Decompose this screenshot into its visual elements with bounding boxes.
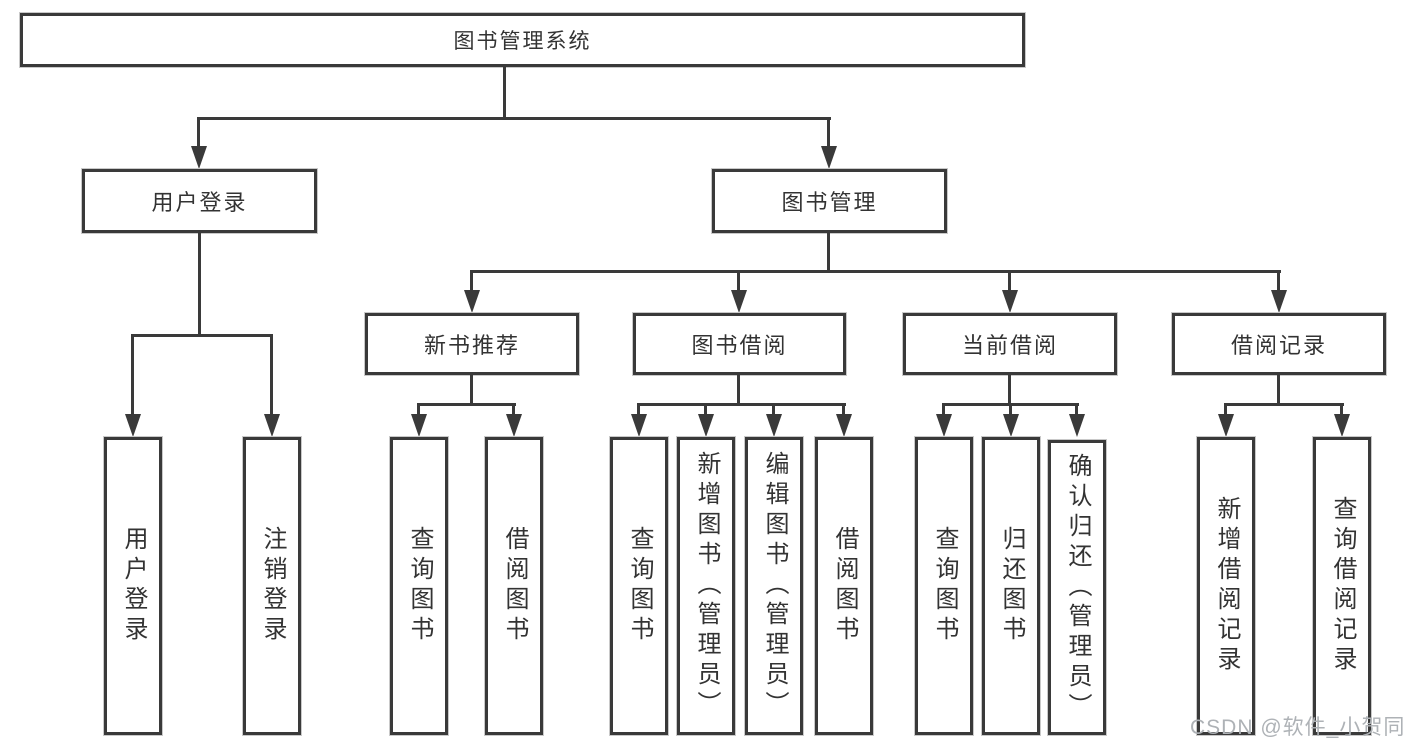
arrow-to-bb-borrow-icon [836, 414, 852, 437]
arrow-to-cb-return-icon [1003, 414, 1019, 437]
connector-stem-bb-query [637, 406, 640, 416]
node-borrowing-records-label: 借阅记录 [1230, 333, 1327, 358]
node-new-book-recommend: 新书推荐 [365, 313, 579, 375]
connector-new-book-drop [470, 375, 473, 406]
arrow-to-book-borrowing-icon [731, 290, 747, 313]
node-book-borrowing: 图书借阅 [633, 313, 846, 375]
node-book-management: 图书管理 [712, 169, 947, 233]
leaf-borrowing-query-books-label: 查询图书 [626, 526, 653, 646]
leaf-logout-label: 注销登录 [259, 526, 286, 646]
connector-stem-br-query [1340, 406, 1343, 416]
connector-user-login-drop [198, 233, 201, 337]
node-book-management-label: 图书管理 [781, 190, 878, 215]
leaf-return-books-label: 归还图书 [998, 526, 1025, 646]
arrow-to-cb-confirm-icon [1069, 414, 1085, 437]
leaf-borrowing-borrow-books: 借阅图书 [815, 437, 873, 735]
arrow-to-br-query-icon [1334, 414, 1350, 437]
connector-book-management-drop [827, 233, 830, 272]
node-user-login-label: 用户登录 [151, 190, 248, 215]
leaf-query-borrow-record: 查询借阅记录 [1313, 437, 1371, 735]
connector-stem-nb-borrow [512, 406, 515, 416]
connector-stem-current-borrowing [1008, 272, 1011, 291]
leaf-confirm-return-admin-label: 确认归还（管理员） [1064, 452, 1091, 723]
arrow-to-user-login-icon [191, 146, 207, 169]
arrow-to-leaf-logout-icon [264, 414, 280, 437]
arrow-to-nb-query-icon [411, 414, 427, 437]
connector-book-management-split [470, 270, 1281, 273]
node-book-management-system-label: 图书管理系统 [453, 30, 592, 53]
arrow-to-bb-query-icon [631, 414, 647, 437]
arrow-to-book-management-icon [821, 146, 837, 169]
arrow-to-borrowing-records-icon [1271, 290, 1287, 313]
node-book-management-system: 图书管理系统 [20, 13, 1025, 67]
arrow-to-current-borrowing-icon [1002, 290, 1018, 313]
leaf-add-books-admin-label: 新增图书（管理员） [693, 451, 720, 721]
connector-borrowing-drop [737, 375, 740, 406]
leaf-current-query-books: 查询图书 [915, 437, 973, 735]
leaf-borrowing-query-books: 查询图书 [610, 437, 668, 735]
leaf-borrowing-borrow-books-label: 借阅图书 [831, 526, 858, 646]
leaf-add-books-admin: 新增图书（管理员） [677, 437, 735, 735]
arrow-to-cb-query-icon [936, 414, 952, 437]
connector-stem-bb-borrow [842, 406, 845, 416]
leaf-add-borrow-record: 新增借阅记录 [1197, 437, 1255, 735]
connector-stem-bb-add [704, 406, 707, 416]
leaf-add-borrow-record-label: 新增借阅记录 [1213, 496, 1240, 676]
connector-stem-leaf-logout [270, 337, 273, 416]
connector-stem-book-management [827, 119, 830, 147]
arrow-to-br-add-icon [1218, 414, 1234, 437]
connector-stem-new-book-recommend [470, 272, 473, 291]
connector-root-drop [503, 67, 506, 119]
leaf-recommend-borrow-books-label: 借阅图书 [501, 526, 528, 646]
connector-current-drop [1008, 375, 1011, 406]
connector-stem-borrowing-records [1277, 272, 1280, 291]
leaf-recommend-borrow-books: 借阅图书 [485, 437, 543, 735]
connector-borrowing-split [637, 403, 846, 406]
leaf-edit-books-admin: 编辑图书（管理员） [745, 437, 803, 735]
connector-records-split [1224, 403, 1344, 406]
leaf-confirm-return-admin: 确认归还（管理员） [1048, 440, 1106, 735]
arrow-to-leaf-user-login-icon [125, 414, 141, 437]
leaf-recommend-query-books-label: 查询图书 [406, 526, 433, 646]
connector-stem-user-login [197, 119, 200, 147]
connector-stem-cb-query [942, 406, 945, 416]
connector-stem-nb-query [417, 406, 420, 416]
node-borrowing-records: 借阅记录 [1172, 313, 1386, 375]
leaf-return-books: 归还图书 [982, 437, 1040, 735]
leaf-logout: 注销登录 [243, 437, 301, 735]
connector-stem-leaf-user-login [131, 337, 134, 416]
connector-stem-br-add [1224, 406, 1227, 416]
connector-stem-book-borrowing [737, 272, 740, 291]
leaf-user-login: 用户登录 [104, 437, 162, 735]
node-book-borrowing-label: 图书借阅 [691, 333, 788, 358]
arrow-to-bb-add-icon [698, 414, 714, 437]
node-user-login: 用户登录 [82, 169, 317, 233]
connector-stem-cb-confirm [1075, 406, 1078, 416]
connector-records-drop [1277, 375, 1280, 406]
leaf-user-login-label: 用户登录 [120, 526, 147, 646]
connector-root-split [197, 117, 831, 120]
csdn-watermark: CSDN @软件_小贺同学 [1190, 716, 1405, 739]
connector-current-split [942, 403, 1079, 406]
connector-stem-cb-return [1009, 406, 1012, 416]
leaf-current-query-books-label: 查询图书 [931, 526, 958, 646]
node-current-borrowing-label: 当前借阅 [961, 333, 1058, 358]
connector-new-book-split [417, 403, 516, 406]
arrow-to-nb-borrow-icon [506, 414, 522, 437]
arrow-to-bb-edit-icon [766, 414, 782, 437]
arrow-to-new-book-recommend-icon [464, 290, 480, 313]
leaf-query-borrow-record-label: 查询借阅记录 [1329, 496, 1356, 676]
connector-stem-bb-edit [772, 406, 775, 416]
leaf-edit-books-admin-label: 编辑图书（管理员） [761, 451, 788, 721]
connector-user-login-split [131, 334, 273, 337]
leaf-recommend-query-books: 查询图书 [390, 437, 448, 735]
node-new-book-recommend-label: 新书推荐 [423, 333, 520, 358]
node-current-borrowing: 当前借阅 [903, 313, 1117, 375]
